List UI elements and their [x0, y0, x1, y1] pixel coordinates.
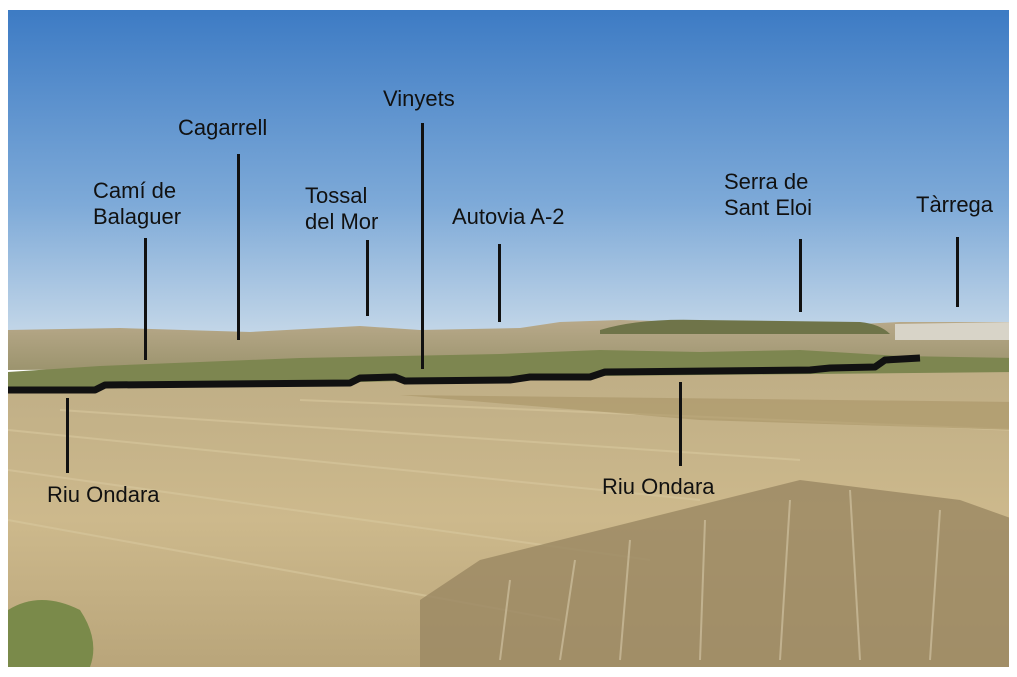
label-serra-line1: Serra de [724, 169, 809, 194]
label-cami-de-balaguer-line2: Balaguer [93, 204, 182, 229]
label-tossal-del-mor-line1: Tossal [305, 183, 368, 208]
label-vinyets: Vinyets [383, 86, 455, 112]
weed-stalks [499, 489, 941, 661]
label-vinyets-text: Vinyets [383, 86, 455, 111]
label-tossal-del-mor: Tossal del Mor [305, 183, 378, 235]
label-tarrega: Tàrrega [916, 192, 993, 218]
pointer-serra-de-sant-eloi [799, 239, 802, 312]
label-tossal-del-mor-line2: del Mor [305, 209, 379, 234]
dry-weeds [420, 480, 1016, 667]
label-riu-ondara-right: Riu Ondara [602, 474, 715, 500]
label-autovia-a2-text: Autovia A-2 [452, 204, 565, 229]
pointer-riu-ondara-left [66, 398, 69, 473]
label-tarrega-text: Tàrrega [916, 192, 994, 217]
pointer-tarrega [956, 237, 959, 307]
sky [8, 10, 1016, 335]
pointer-cagarrell [237, 154, 240, 340]
label-riu-ondara-right-text: Riu Ondara [602, 474, 715, 499]
pointer-vinyets [421, 123, 424, 369]
label-serra-line2: Sant Eloi [724, 195, 813, 220]
pointer-riu-ondara-right [679, 382, 682, 466]
pointer-autovia-a2 [498, 244, 501, 322]
label-cami-de-balaguer: Camí de Balaguer [93, 178, 181, 230]
sant-eloi-hill [600, 319, 890, 334]
dark-field-band [400, 395, 1016, 430]
label-riu-ondara-left-text: Riu Ondara [47, 482, 160, 507]
label-serra-de-sant-eloi: Serra de Sant Eloi [724, 169, 812, 221]
label-riu-ondara-left: Riu Ondara [47, 482, 160, 508]
label-cagarrell: Cagarrell [178, 115, 267, 141]
riu-ondara-line [8, 354, 921, 394]
green-bush [8, 600, 94, 667]
label-cagarrell-text: Cagarrell [178, 115, 268, 140]
town-strip [895, 322, 1016, 340]
pointer-cami-de-balaguer [144, 238, 147, 360]
label-cami-de-balaguer-line1: Camí de [93, 178, 177, 203]
pointer-tossal-del-mor [366, 240, 369, 316]
label-autovia-a2: Autovia A-2 [452, 204, 565, 230]
